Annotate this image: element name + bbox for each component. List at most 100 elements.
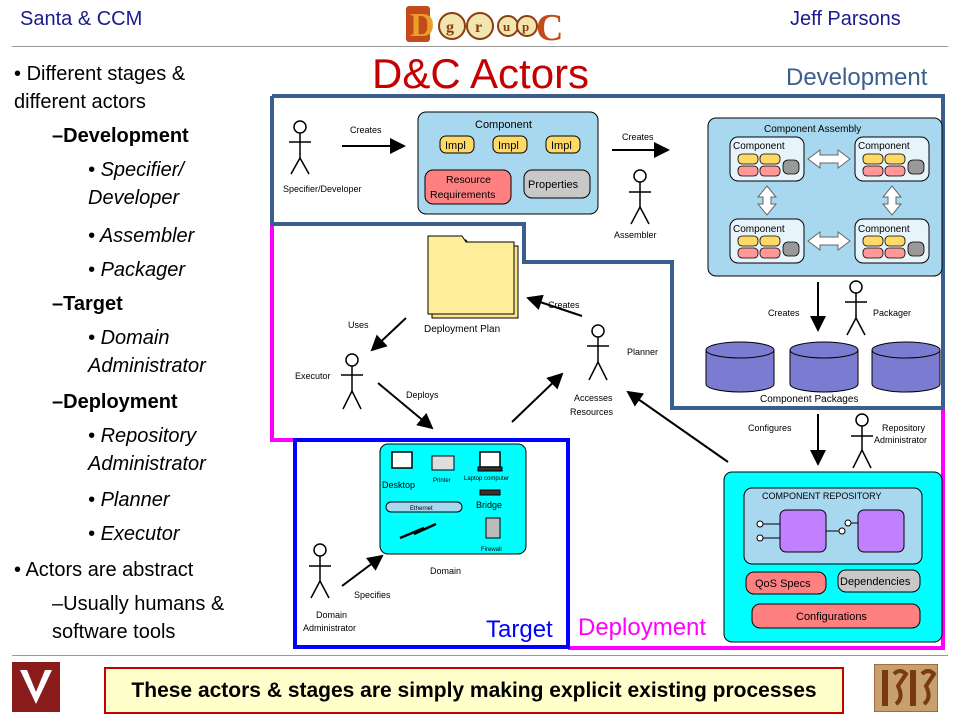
bullet-item: • Packager xyxy=(88,259,186,281)
planner-label: Planner xyxy=(627,347,658,357)
target-zone-label: Target xyxy=(486,616,553,643)
bullet-text: Packager xyxy=(100,259,186,281)
uses-label: Uses xyxy=(348,320,369,330)
creates-label-3: Creates xyxy=(768,308,800,318)
deployment-zone-border xyxy=(270,96,295,442)
packager-actor-icon xyxy=(845,280,867,336)
desktop-icon xyxy=(391,451,413,469)
bullet-item: • Domain Administrator xyxy=(88,327,206,377)
impl-box xyxy=(545,135,581,154)
domain-box xyxy=(379,443,527,555)
repository-title: COMPONENT REPOSITORY xyxy=(762,491,882,501)
dog-logo: D g r u p C xyxy=(406,6,562,46)
properties-label: Properties xyxy=(528,179,579,191)
logo-letter-g: g xyxy=(446,19,454,36)
impl-label: Impl xyxy=(445,140,466,152)
assembly-component-label: Component xyxy=(733,224,785,235)
specifies-arrow xyxy=(341,554,384,587)
dependencies-box xyxy=(837,569,921,593)
bullet-item: • Different stages & different actors xyxy=(14,63,186,113)
assembler-label: Assembler xyxy=(614,230,657,240)
bullet-item: –Usually humans & software tools xyxy=(52,593,225,643)
bullet-text: Executor xyxy=(100,523,180,545)
impl-box xyxy=(492,135,528,154)
specifies-label: Specifies xyxy=(354,590,391,600)
bullet-text: Planner xyxy=(100,489,170,511)
plan-label: Deployment Plan xyxy=(424,324,500,335)
logo-gear-1 xyxy=(438,12,466,40)
bullet-text: Target xyxy=(63,293,123,315)
isis-logo xyxy=(874,664,938,712)
qos-label: QoS Specs xyxy=(755,578,811,590)
firewall-label: Firewall xyxy=(481,547,502,553)
bullet-item: • Repository Administrator xyxy=(88,425,206,475)
resource-req-line1: Resource xyxy=(446,174,491,186)
ethernet-label: Ethernet xyxy=(410,506,433,512)
configurations-box xyxy=(751,603,921,629)
impl-label: Impl xyxy=(551,140,572,152)
assembler-actor-icon xyxy=(629,169,651,225)
specifier-label: Specifier/Developer xyxy=(283,184,362,194)
bullet-text: Usually humans & software tools xyxy=(52,593,225,643)
impl-boxes: Impl Impl Impl xyxy=(439,135,581,154)
executor-actor-icon xyxy=(341,353,363,410)
logo-gear-4 xyxy=(516,15,538,37)
lightning-icon xyxy=(399,522,437,540)
deployment-zone-label: Deployment xyxy=(578,614,707,641)
bullet-text: Domain Administrator xyxy=(88,327,206,377)
header-left: Santa & CCM xyxy=(20,8,143,30)
configures-label: Configures xyxy=(748,423,792,433)
bridge-label: Bridge xyxy=(476,500,502,510)
impl-box xyxy=(439,135,475,154)
bullet-item: –Deployment xyxy=(52,391,178,413)
creates-label-1: Creates xyxy=(350,125,382,135)
bullet-item: • Executor xyxy=(88,523,180,545)
component-title: Component xyxy=(475,119,532,131)
logo-letter-u: u xyxy=(503,19,510,34)
domain-admin-actor-icon xyxy=(309,543,331,599)
uses-arrow xyxy=(370,317,407,352)
component-assembly-box xyxy=(707,117,943,277)
repo-admin-actor-icon xyxy=(851,413,873,469)
bullet-text: Development xyxy=(63,125,189,147)
footer-banner: These actors & stages are simply making … xyxy=(104,667,844,714)
resource-req-line2: Requirements xyxy=(430,189,495,201)
bullet-text: Different stages & different actors xyxy=(14,63,186,113)
bullet-item: • Actors are abstract xyxy=(14,559,194,581)
domain-admin-line2: Administrator xyxy=(303,623,356,633)
impl-label: Impl xyxy=(498,140,519,152)
deploys-label: Deploys xyxy=(406,390,439,400)
logo-letter-p: p xyxy=(522,19,529,34)
accesses-arrow-1 xyxy=(511,372,564,423)
domain-label: Domain xyxy=(430,566,461,576)
resource-requirements-box xyxy=(424,169,512,205)
accesses-line1: Accesses xyxy=(574,393,613,403)
creates-label-2: Creates xyxy=(622,132,654,142)
logo-d xyxy=(406,6,430,42)
desktop-label: Desktop xyxy=(382,480,415,490)
bullet-text: Repository Administrator xyxy=(88,425,206,475)
deps-label: Dependencies xyxy=(840,576,911,588)
assembly-component-label: Component xyxy=(858,224,910,235)
domain-devices xyxy=(385,451,503,540)
development-zone-label: Development xyxy=(786,64,928,91)
repo-admin-line1: Repository xyxy=(882,423,926,433)
deployment-plan-icon xyxy=(427,235,519,319)
logo-letter-d: D xyxy=(410,7,435,44)
bullet-item: • Assembler xyxy=(88,225,195,247)
bullet-item: –Development xyxy=(52,125,189,147)
repository-components xyxy=(756,509,905,553)
executor-label: Executor xyxy=(295,371,331,381)
repo-admin-line2: Administrator xyxy=(874,435,927,445)
bullet-text: Assembler xyxy=(99,225,195,247)
bullet-item: –Target xyxy=(52,293,123,315)
properties-box xyxy=(523,169,591,199)
logo-letter-r: r xyxy=(475,19,482,36)
creates-label-4: Creates xyxy=(548,300,580,310)
firewall-icon xyxy=(485,517,501,539)
configs-label: Configurations xyxy=(796,611,867,623)
bridge-icon xyxy=(479,489,501,496)
header-right: Jeff Parsons xyxy=(790,8,901,30)
laptop-label: Laptop computer xyxy=(464,476,509,482)
assembly-component-label: Component xyxy=(733,141,785,152)
